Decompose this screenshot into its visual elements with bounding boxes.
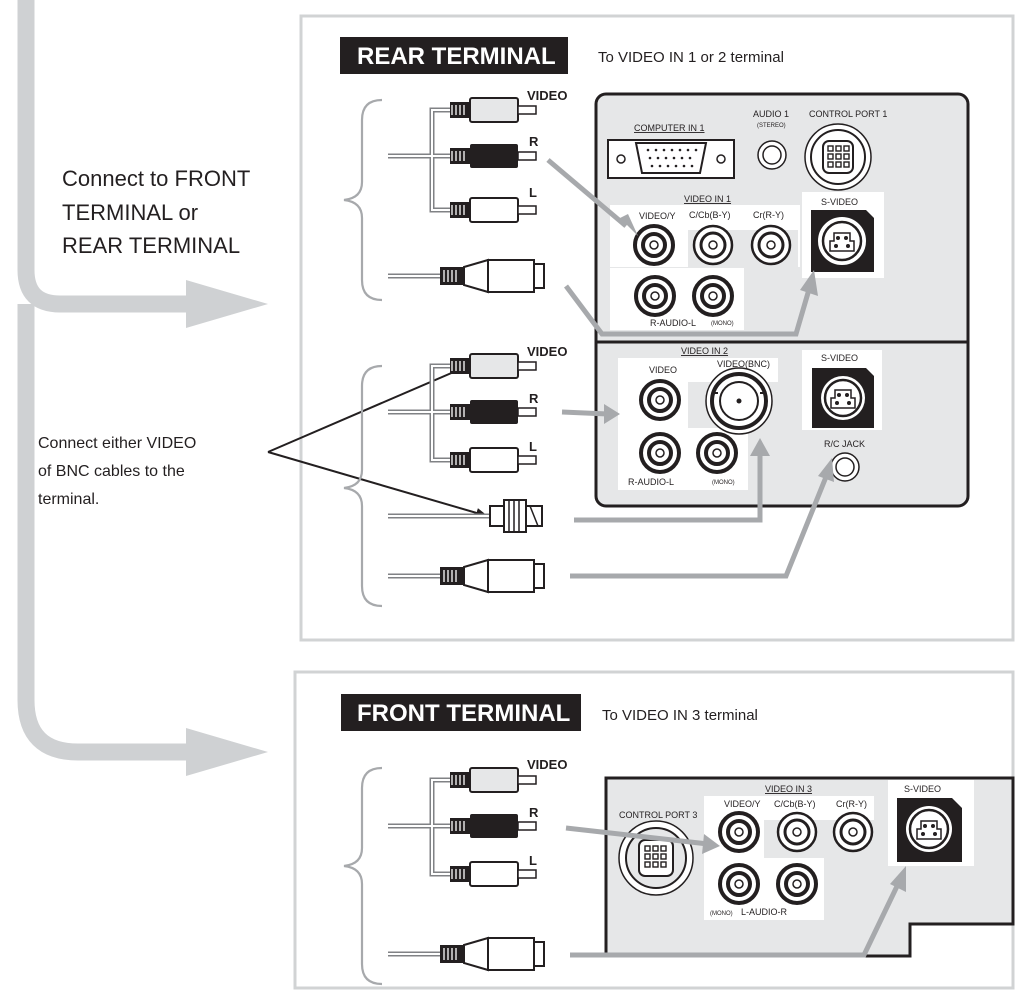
rca-cable-set: VIDEO R L — [388, 88, 567, 223]
connection-arrows — [546, 158, 906, 958]
cable-label-l: L — [529, 185, 537, 200]
audio-1-label: AUDIO 1 — [753, 109, 789, 119]
cable-brace — [343, 364, 383, 608]
mono-1-label: (MONO) — [711, 321, 734, 327]
cable-label-l: L — [529, 439, 537, 454]
cable-label-video: VIDEO — [527, 88, 567, 103]
bnc-pointer-arrows — [267, 364, 488, 518]
r-audio-l-2-label: R-AUDIO-L — [628, 477, 674, 487]
cable-brace — [343, 766, 383, 986]
rc-jack — [830, 452, 860, 482]
rca-jack-cb — [692, 224, 734, 266]
rca-plug-video — [450, 97, 537, 123]
cable-label-l: L — [529, 853, 537, 868]
rca-plug-video — [450, 767, 537, 793]
rc-jack-label: R/C JACK — [824, 439, 865, 449]
rca-plug-l — [450, 197, 537, 223]
cable-label-r: R — [529, 391, 539, 406]
rear-subtitle: To VIDEO IN 1 or 2 terminal — [598, 49, 784, 66]
s-video-cable — [388, 558, 545, 594]
s-video-2-label: S-VIDEO — [821, 353, 858, 363]
front-subtitle: To VIDEO IN 3 terminal — [602, 707, 758, 724]
note-line: TERMINAL or — [62, 200, 198, 225]
s-video-cable — [388, 258, 545, 294]
front-header-text: FRONT TERMINAL — [357, 700, 570, 727]
rca-jack-cb-3 — [776, 811, 818, 853]
connect-bnc-note: Connect either VIDEO of BNC cables to th… — [38, 435, 201, 508]
r-audio-l-1-label: R-AUDIO-L — [650, 318, 696, 328]
note-line: REAR TERMINAL — [62, 233, 240, 258]
s-video-cable — [388, 936, 545, 972]
bnc-cable — [388, 499, 543, 533]
video-y-label: VIDEO/Y — [639, 211, 676, 221]
s-video-2-jack — [812, 368, 874, 428]
l-audio-r-label: L-AUDIO-R — [741, 907, 788, 917]
s-video-1-label: S-VIDEO — [821, 197, 858, 207]
rca-jack-audio-r-3 — [776, 863, 818, 905]
front-panel: CONTROL PORT 3 VIDEO IN 3 VIDEO/Y C/Cb(B… — [604, 776, 1015, 958]
rear-terminal-header: REAR TERMINAL — [340, 37, 568, 74]
rca-jack-video-y-3 — [718, 811, 760, 853]
audio-1-stereo-label: (STEREO) — [757, 123, 786, 129]
rca-jack-cr-3 — [832, 811, 874, 853]
mono-3-label: (MONO) — [710, 911, 733, 917]
rca-plug-l — [450, 861, 537, 887]
rca-plug-l — [450, 447, 537, 473]
computer-in-1-port — [607, 139, 735, 179]
computer-in-1-label: COMPUTER IN 1 — [634, 123, 705, 133]
front-terminal-header: FRONT TERMINAL — [341, 694, 581, 731]
rear-header-text: REAR TERMINAL — [357, 43, 556, 70]
rca-jack-video-2 — [639, 379, 681, 421]
note-line: terminal. — [38, 491, 99, 508]
cable-brace — [343, 98, 383, 302]
rca-cable-set: VIDEO R L — [388, 344, 567, 473]
video-y-3-label: VIDEO/Y — [724, 799, 761, 809]
control-port-3-connector — [618, 820, 694, 896]
control-port-1-label: CONTROL PORT 1 — [809, 109, 887, 119]
control-port-3-label: CONTROL PORT 3 — [619, 810, 697, 820]
video-in-2-label: VIDEO IN 2 — [681, 346, 728, 356]
s-video-1-jack — [811, 210, 874, 272]
cr-label: Cr(R-Y) — [753, 210, 784, 220]
video-in-1-label: VIDEO IN 1 — [684, 194, 731, 204]
rca-plug-video — [450, 353, 537, 379]
rca-jack-audio-r-1 — [634, 275, 676, 317]
rca-plug-r — [450, 814, 537, 838]
cable-label-video: VIDEO — [527, 757, 567, 772]
c-cb-label: C/Cb(B-Y) — [689, 210, 731, 220]
rca-jack-audio-l-2 — [696, 432, 738, 474]
bnc-jack — [705, 367, 773, 435]
rca-jack-audio-r-2 — [639, 432, 681, 474]
rca-jack-video-y — [633, 224, 675, 266]
connect-terminal-note: Connect to FRONT TERMINAL or REAR TERMIN… — [62, 166, 256, 258]
rca-cable-set: VIDEO R L — [388, 757, 567, 887]
video-bnc-label: VIDEO(BNC) — [717, 359, 770, 369]
s-video-3-label: S-VIDEO — [904, 784, 941, 794]
rca-jack-cr — [750, 224, 792, 266]
s-video-3-jack — [897, 798, 962, 862]
note-line: Connect either VIDEO — [38, 435, 196, 452]
flow-arrow — [17, 0, 268, 776]
rca-plug-r — [450, 400, 537, 424]
rca-jack-audio-l-3 — [718, 863, 760, 905]
cable-label-video: VIDEO — [527, 344, 567, 359]
note-line: of BNC cables to the — [38, 463, 185, 480]
rca-plug-r — [450, 144, 537, 168]
video-2-label: VIDEO — [649, 365, 677, 375]
rear-section-frame — [299, 14, 1015, 642]
control-port-1-connector — [804, 123, 872, 191]
note-line: Connect to FRONT — [62, 166, 250, 191]
rear-panel: COMPUTER IN 1 AUDIO 1 (STEREO) CONTROL P… — [594, 92, 970, 508]
c-cb-3-label: C/Cb(B-Y) — [774, 799, 816, 809]
video-in-3-label: VIDEO IN 3 — [765, 784, 812, 794]
cable-label-r: R — [529, 805, 539, 820]
mono-2-label: (MONO) — [712, 480, 735, 486]
cable-label-r: R — [529, 134, 539, 149]
audio-1-jack — [757, 140, 787, 170]
rca-jack-audio-l-1 — [692, 275, 734, 317]
cr-3-label: Cr(R-Y) — [836, 799, 867, 809]
